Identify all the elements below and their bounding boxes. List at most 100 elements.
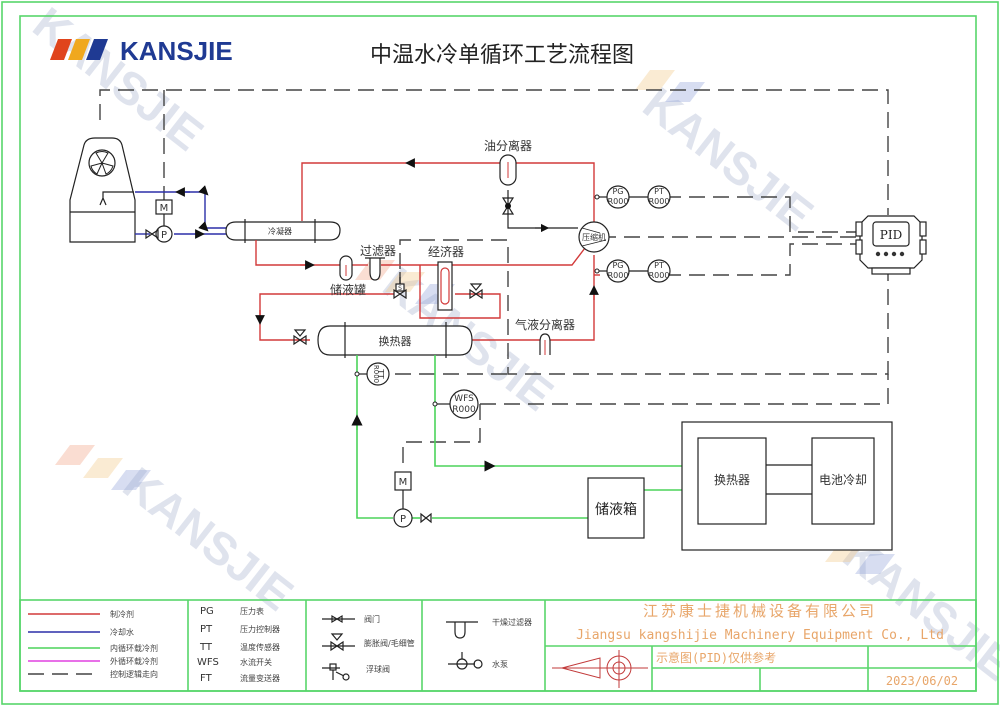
svg-text:内循环载冷剂: 内循环载冷剂 (110, 643, 158, 653)
svg-text:KANSJIE: KANSJIE (24, 0, 213, 161)
heat-exchanger: 换热器 (317, 322, 473, 358)
svg-text:流量变送器: 流量变送器 (240, 673, 280, 683)
receiver-tank: 储液罐 (330, 255, 366, 297)
filter-drier-icon (446, 621, 478, 639)
svg-text:R000: R000 (372, 365, 380, 383)
instrument-pg-bottom: PG R000 (594, 259, 630, 283)
gate-valve-icon (322, 614, 355, 624)
svg-text:WFS: WFS (197, 657, 219, 668)
svg-text:换热器: 换热器 (714, 473, 750, 487)
svg-text:PT: PT (654, 261, 664, 270)
projection-symbol-icon (552, 650, 648, 688)
heat-exchanger-label: 换热器 (379, 334, 412, 348)
instrument-tt: TT R000 (354, 362, 390, 386)
svg-text:外循环载冷剂: 外循环载冷剂 (110, 656, 158, 666)
watermark: KANSJIE (24, 0, 213, 161)
gas-liquid-separator-label: 气液分离器 (515, 317, 575, 332)
svg-text:S: S (398, 285, 402, 292)
filter-label: 过滤器 (360, 244, 396, 258)
pump-motor-label: M (160, 203, 169, 214)
storage-tank-label: 储液箱 (595, 502, 637, 518)
logo-stripe (86, 39, 108, 60)
company-name-cn: 江苏康士捷机械设备有限公司 (643, 602, 877, 620)
svg-text:KANSJIE: KANSJIE (634, 77, 823, 241)
logo-stripe (68, 39, 90, 60)
expansion-valve-icon (322, 633, 355, 652)
svg-text:TT: TT (376, 368, 385, 379)
watermark-group: KANSJIE KANSJIE KANSJIE KANSJIE KANSJIE (24, 0, 1000, 691)
oil-separator: 油分离器 (484, 138, 532, 215)
loop-pump-motor (394, 471, 412, 491)
legend-block: 制冷剂 冷却水 内循环载冷剂 外循环载冷剂 控制逻辑走向 PG 压力表 PT 压… (19, 599, 977, 692)
condenser-label: 冷凝器 (268, 226, 292, 236)
svg-text:干燥过滤器: 干燥过滤器 (492, 617, 532, 627)
company-logo: KANSJIE (50, 36, 233, 66)
logo-text: KANSJIE (120, 36, 233, 66)
watermark: KANSJIE (634, 77, 823, 241)
instrument-pt-top: PT R000 (647, 185, 671, 209)
svg-text:R000: R000 (608, 197, 629, 206)
pid-label: PID (880, 228, 902, 242)
cooling-tower (69, 137, 136, 243)
condenser: 冷凝器 (225, 219, 341, 243)
loop-pump (393, 508, 413, 528)
svg-text:水流开关: 水流开关 (240, 657, 272, 667)
economizer-label: 经济器 (428, 244, 464, 259)
svg-text:膨胀阀/毛细管: 膨胀阀/毛细管 (364, 638, 415, 648)
economizer: 经济器 (428, 244, 464, 311)
storage-tank (587, 477, 645, 539)
svg-text:水泵: 水泵 (492, 659, 508, 669)
compressor: 压缩机 (578, 221, 610, 253)
svg-text:PT: PT (200, 624, 213, 635)
svg-text:电池冷却: 电池冷却 (819, 473, 867, 487)
page-title: 中温水冷单循环工艺流程图 (370, 43, 634, 68)
pump-motor (155, 199, 173, 215)
svg-text:R000: R000 (452, 405, 476, 415)
svg-text:FT: FT (200, 673, 213, 684)
valve-icon (145, 228, 159, 240)
instrument-pg-top: PG R000 (594, 185, 630, 209)
svg-text:PG: PG (200, 606, 214, 617)
gas-liquid-separator: 气液分离器 (515, 317, 575, 355)
svg-text:M: M (399, 477, 408, 488)
inner-loop-lines (351, 355, 698, 519)
svg-text:PG: PG (612, 261, 623, 270)
svg-text:浮球阀: 浮球阀 (366, 664, 390, 674)
compressor-label: 压缩机 (582, 232, 606, 242)
oil-separator-label: 油分离器 (484, 138, 532, 153)
disclaimer-note: 示意图(PID)仅供参考 (656, 650, 776, 665)
svg-text:PG: PG (612, 187, 623, 196)
instrument-wfs: WFS R000 (432, 389, 479, 419)
water-pump-icon (448, 652, 483, 670)
svg-text:R000: R000 (649, 197, 670, 206)
svg-text:R000: R000 (608, 271, 629, 280)
logo-stripe (50, 39, 72, 60)
cooling-water-pump (155, 225, 173, 243)
cooling-water-lines (135, 185, 226, 239)
svg-text:WFS: WFS (454, 394, 474, 404)
svg-text:阀门: 阀门 (364, 614, 380, 624)
filter-drier: 过滤器 (360, 244, 396, 281)
fan-icon (88, 149, 116, 177)
drawing-date: 2023/06/02 (886, 674, 958, 688)
oil-return-line (507, 190, 578, 229)
valve-icon (501, 197, 515, 215)
company-name-en: Jiangsu kangshijie Machinery Equipment C… (576, 628, 944, 643)
svg-text:制冷剂: 制冷剂 (110, 609, 134, 619)
instrument-pt-bottom: PT R000 (647, 259, 671, 283)
svg-text:温度传感器: 温度传感器 (240, 642, 280, 652)
svg-text:压力表: 压力表 (240, 606, 264, 616)
svg-text:R000: R000 (649, 271, 670, 280)
svg-text:冷却水: 冷却水 (110, 627, 134, 637)
control-lines (99, 89, 889, 470)
svg-text:PT: PT (654, 187, 664, 196)
svg-text:压力控制器: 压力控制器 (240, 624, 280, 634)
expansion-valve (293, 329, 307, 346)
pid-controller[interactable]: PID (855, 215, 927, 275)
svg-text:P: P (400, 514, 406, 525)
expansion-valve-economizer (469, 283, 483, 300)
solenoid-valve: S (393, 272, 407, 300)
receiver-label: 储液罐 (330, 282, 366, 297)
